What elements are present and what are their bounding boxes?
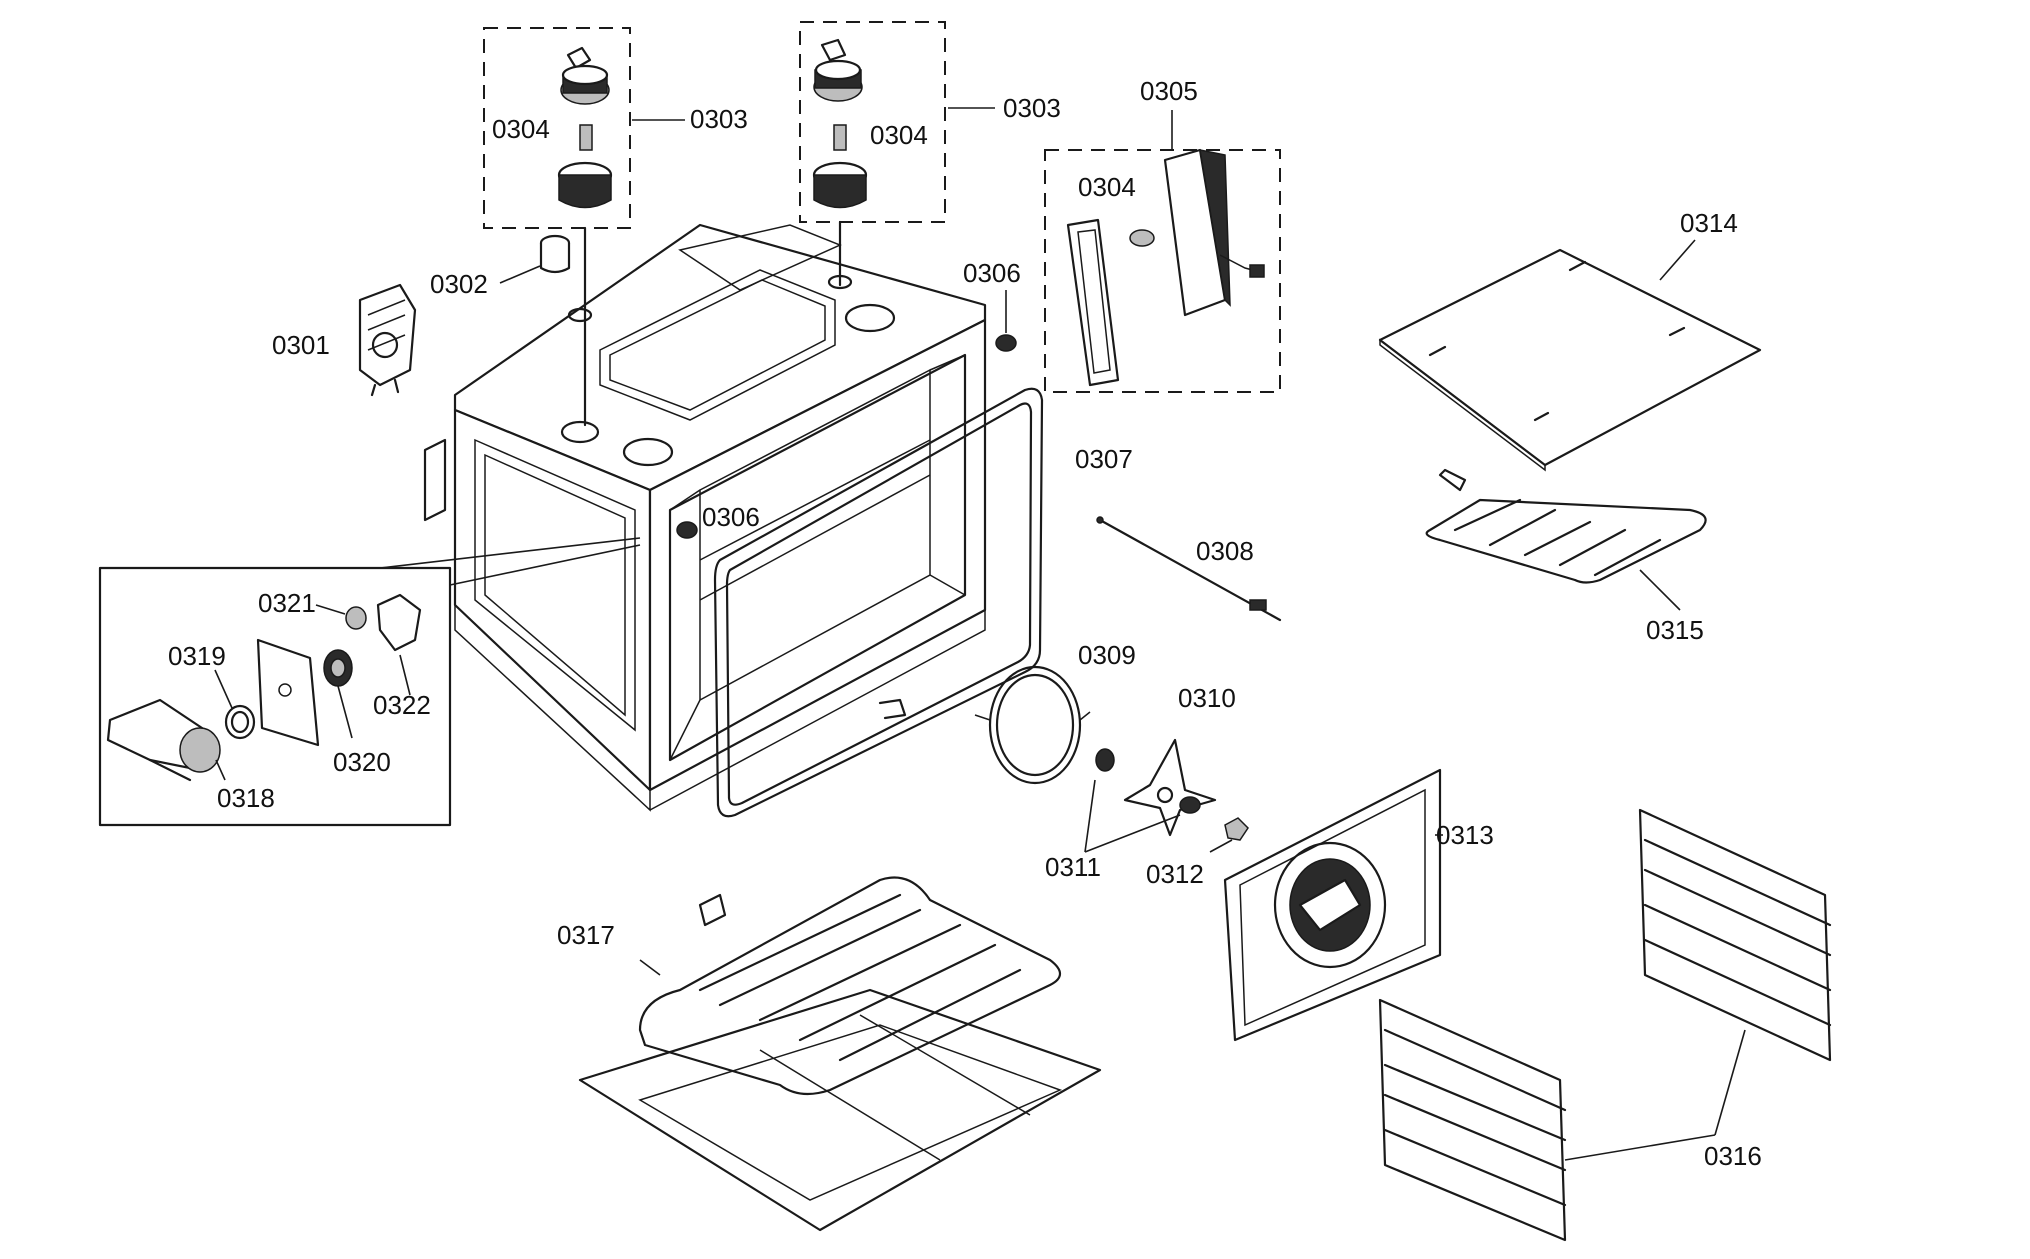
oven-cavity [423,223,987,812]
label-0321: 0321 [258,588,316,618]
label-0304-right: 0304 [1078,172,1136,202]
lamp-assembly-right [799,21,995,287]
label-0311: 0311 [1045,852,1101,882]
label-0304-left: 0304 [492,114,550,144]
label-0317: 0317 [557,920,615,950]
fan-nut [1209,817,1249,853]
label-0308: 0308 [1196,536,1254,566]
label-0303-left: 0303 [690,104,748,134]
label-0315: 0315 [1646,615,1704,645]
top-heating-element [1425,468,1707,611]
inset-detail-box [98,537,641,827]
lamp-assembly-left [483,27,685,427]
label-0320: 0320 [333,747,391,777]
part-labels: 0301 0302 0303 0303 0304 0304 0304 0305 … [168,76,1762,1171]
oven-racks [1378,808,1832,1242]
rear-fan-cover [1223,768,1443,1042]
label-0319: 0319 [168,641,226,671]
label-0307: 0307 [1075,444,1133,474]
label-0310: 0310 [1178,683,1236,713]
label-0312: 0312 [1146,859,1204,889]
label-0309: 0309 [1078,640,1136,670]
door-gasket [713,387,1044,818]
fan-shroud-ring [974,665,1091,785]
label-0306-front: 0306 [702,502,760,532]
label-0314: 0314 [1680,208,1738,238]
label-0301: 0301 [272,330,330,360]
grommets [676,290,1017,539]
label-0306-top: 0306 [963,258,1021,288]
convection-fan-blade [1084,738,1217,853]
fan-motor [358,283,417,397]
label-0302: 0302 [430,269,488,299]
temperature-sensor [1096,516,1282,622]
label-0313: 0313 [1436,820,1494,850]
label-0304-mid: 0304 [870,120,928,150]
bottom-heating-element [578,876,1102,1232]
label-0316: 0316 [1704,1141,1762,1171]
label-0322: 0322 [373,690,431,720]
label-0303-right: 0303 [1003,93,1061,123]
lamp-socket [499,234,571,284]
top-heat-shield [1378,239,1762,472]
side-lamp-assembly [1044,110,1281,393]
label-0305: 0305 [1140,76,1198,106]
label-0318: 0318 [217,783,275,813]
